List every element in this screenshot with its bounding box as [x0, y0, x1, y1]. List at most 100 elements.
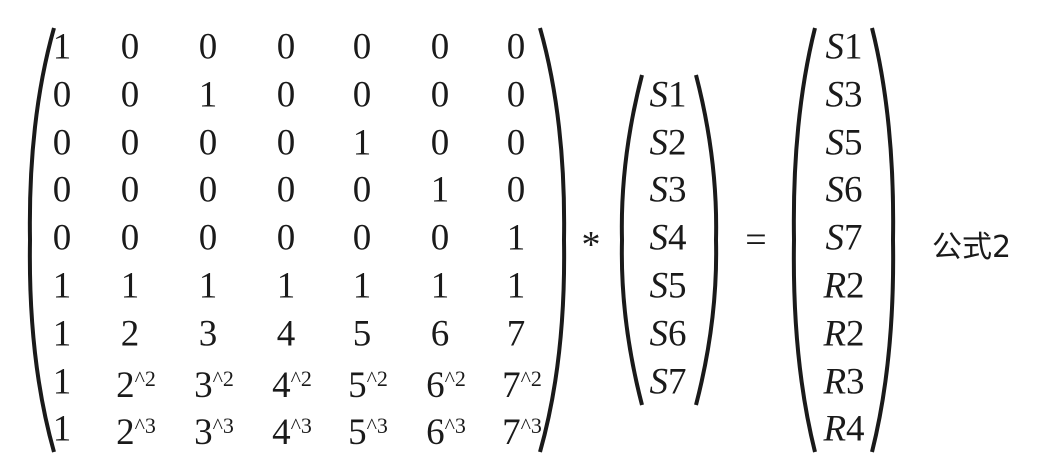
matrix-cell: 1 [52, 361, 72, 403]
matrix-cell: 1 [52, 265, 72, 307]
matrix-cell: 0 [352, 217, 372, 259]
matrix-cell: 7^3 [502, 412, 542, 454]
variable-letter: S [649, 74, 669, 116]
input-vector-entry: S1 [650, 76, 687, 113]
matrix-cell: 0 [430, 217, 450, 259]
variable-index: 1 [668, 74, 687, 116]
variable-letter: S [649, 313, 669, 355]
input-vector-entry: S2 [650, 124, 687, 161]
matrix-cell: 2 [120, 313, 140, 355]
matrix-cell: 4^3 [272, 412, 312, 454]
variable-index: 2 [846, 265, 865, 307]
result-vector-entry: S6 [826, 172, 863, 209]
matrix-cell: 3 [198, 313, 218, 355]
variable-index: 4 [846, 408, 865, 450]
variable-letter: S [649, 217, 669, 259]
matrix-cell: 1 [52, 313, 72, 355]
multiply-operator: * [581, 224, 601, 266]
variable-letter: R [823, 361, 847, 403]
matrix-cell: 1 [430, 265, 450, 307]
matrix-cell: 0 [352, 169, 372, 211]
matrix-cell: 5^3 [348, 412, 388, 454]
matrix-cell: 7^2 [502, 364, 542, 406]
formula-label: 公式2 [932, 230, 1012, 265]
matrix-cell: 0 [506, 26, 526, 68]
matrix-cell: 0 [120, 122, 140, 164]
variable-letter: S [825, 74, 845, 116]
result-vector-entry: R3 [823, 363, 864, 400]
matrix-cell: 0 [120, 169, 140, 211]
equals-operator: = [745, 219, 767, 261]
matrix-cell: 0 [506, 74, 526, 116]
variable-index: 3 [844, 74, 863, 116]
matrix-cell: 0 [430, 122, 450, 164]
variable-letter: S [649, 122, 669, 164]
variable-letter: R [823, 265, 847, 307]
matrix-cell: 7 [506, 313, 526, 355]
result-vector-entry: S1 [826, 29, 863, 66]
input-vector-right-paren [694, 74, 719, 406]
matrix-left-paren [27, 27, 56, 453]
matrix-cell: 0 [198, 217, 218, 259]
matrix-cell: 2^2 [116, 364, 156, 406]
matrix-cell: 0 [276, 74, 296, 116]
matrix-cell: 1 [352, 122, 372, 164]
matrix-cell: 1 [506, 217, 526, 259]
result-vector-entry: R2 [823, 268, 864, 305]
variable-letter: S [825, 217, 845, 259]
matrix-cell: 0 [506, 122, 526, 164]
matrix-cell: 1 [506, 265, 526, 307]
variable-letter: S [649, 265, 669, 307]
matrix-cell: 4^2 [272, 364, 312, 406]
variable-letter: R [823, 313, 847, 355]
result-vector-entry: R4 [823, 411, 864, 448]
variable-index: 6 [844, 169, 863, 211]
matrix-cell: 0 [276, 217, 296, 259]
matrix-cell: 0 [506, 169, 526, 211]
matrix-cell: 1 [352, 265, 372, 307]
variable-index: 2 [668, 122, 687, 164]
matrix-cell: 1 [120, 265, 140, 307]
matrix-cell: 0 [52, 74, 72, 116]
matrix-cell: 0 [352, 26, 372, 68]
variable-letter: S [649, 361, 669, 403]
variable-index: 5 [668, 265, 687, 307]
input-vector-entry: S4 [650, 220, 687, 257]
matrix-cell: 1 [52, 408, 72, 450]
matrix-cell: 0 [430, 74, 450, 116]
matrix-right-paren [538, 27, 567, 453]
matrix-cell: 0 [120, 26, 140, 68]
matrix-cell: 0 [198, 122, 218, 164]
matrix-cell: 6 [430, 313, 450, 355]
result-vector-entry: S7 [826, 220, 863, 257]
matrix-cell: 2^3 [116, 412, 156, 454]
variable-index: 5 [844, 122, 863, 164]
matrix-cell: 0 [276, 122, 296, 164]
result-vector-entry: R2 [823, 315, 864, 352]
matrix-cell: 0 [52, 169, 72, 211]
input-vector-left-paren [619, 74, 644, 406]
variable-letter: R [823, 408, 847, 450]
variable-index: 3 [846, 361, 865, 403]
variable-letter: S [825, 26, 845, 68]
input-vector-entry: S7 [650, 363, 687, 400]
result-vector-left-paren [791, 27, 817, 453]
result-vector-right-paren [870, 27, 896, 453]
variable-index: 7 [668, 361, 687, 403]
matrix-cell: 0 [52, 122, 72, 164]
variable-index: 4 [668, 217, 687, 259]
matrix-cell: 5^2 [348, 364, 388, 406]
matrix-cell: 1 [198, 74, 218, 116]
matrix-cell: 1 [430, 169, 450, 211]
variable-index: 1 [844, 26, 863, 68]
matrix-cell: 0 [276, 26, 296, 68]
matrix-cell: 0 [120, 217, 140, 259]
matrix-cell: 0 [352, 74, 372, 116]
result-vector-entry: S5 [826, 124, 863, 161]
variable-letter: S [825, 169, 845, 211]
matrix-cell: 1 [198, 265, 218, 307]
variable-letter: S [825, 122, 845, 164]
variable-letter: S [649, 169, 669, 211]
input-vector-entry: S3 [650, 172, 687, 209]
